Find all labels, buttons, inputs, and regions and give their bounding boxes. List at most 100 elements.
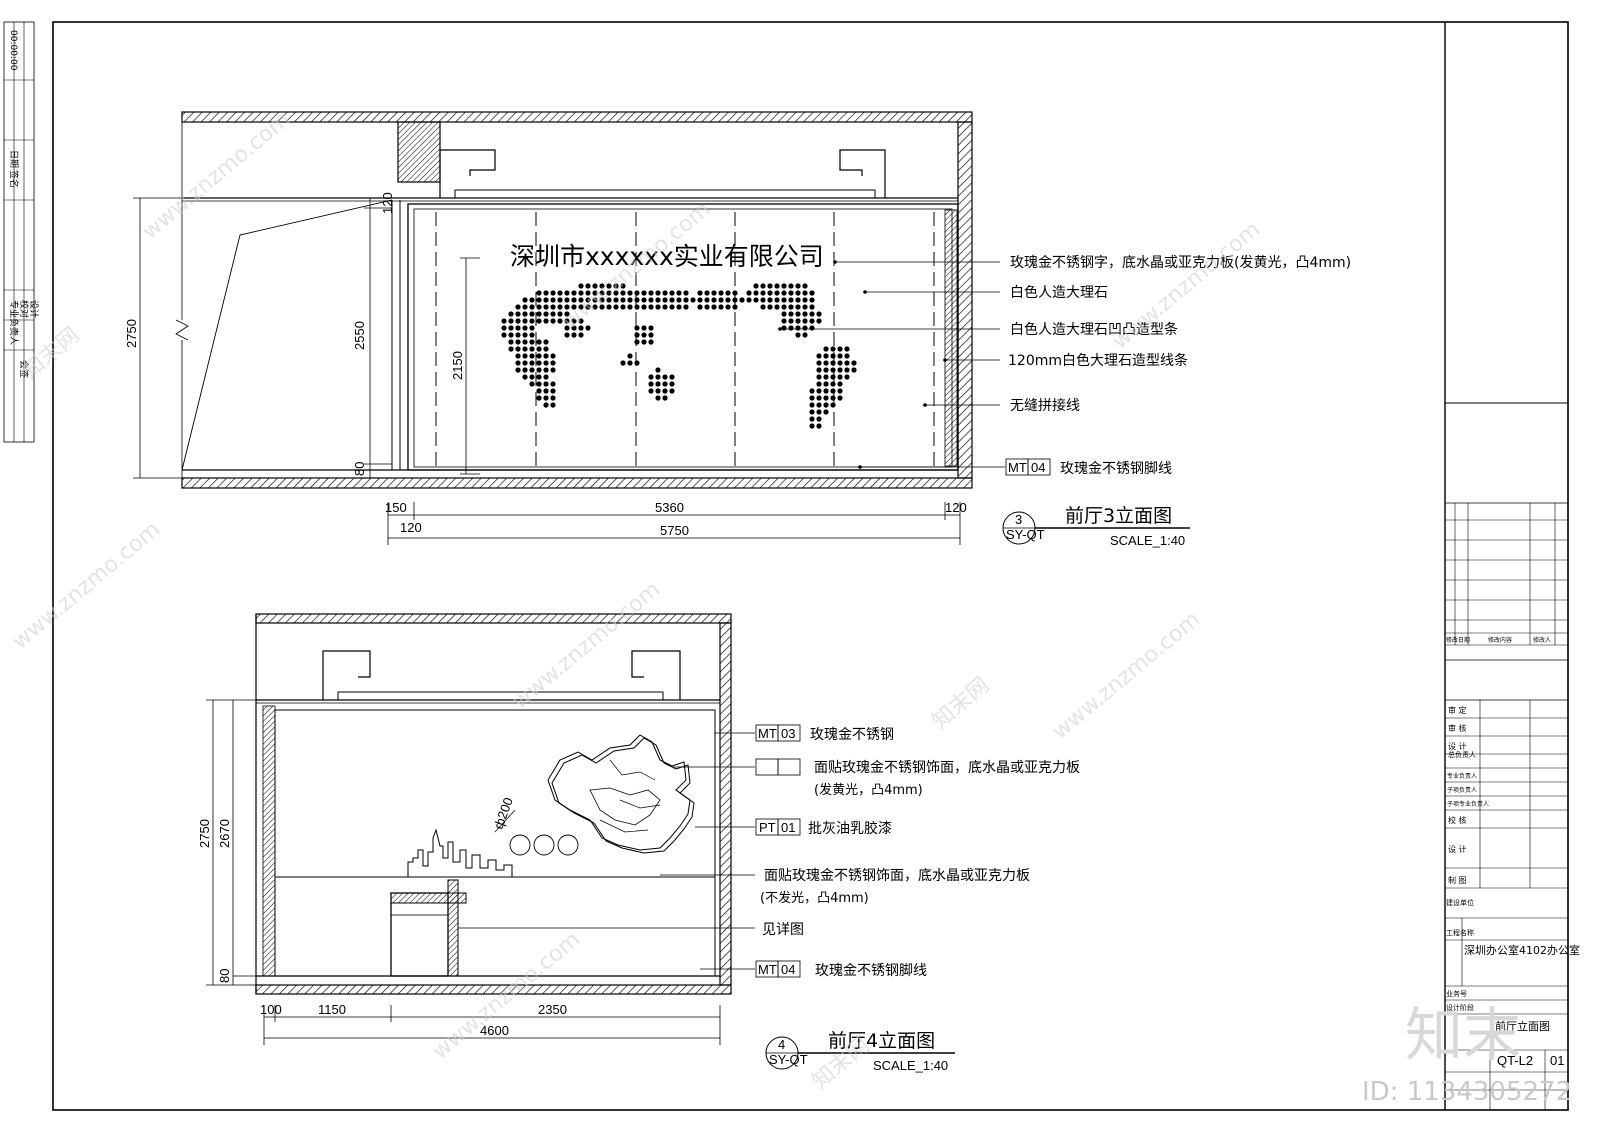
- callout-4-2b: (发黄光，凸4mm): [814, 782, 923, 798]
- map-dot: [823, 367, 829, 373]
- map-dot: [522, 297, 528, 303]
- map-dot: [515, 304, 521, 310]
- map-dot: [816, 409, 822, 415]
- tb-drawing: 前厅立面图: [1495, 1019, 1550, 1033]
- map-dot: [613, 297, 619, 303]
- callout-4-6: 玫瑰金不锈钢脚线: [815, 963, 927, 979]
- map-dot: [816, 353, 822, 359]
- watermark-1: www.znzmo.com: [138, 107, 295, 245]
- callout-4-2: 面贴玫瑰金不锈钢饰面，底水晶或亚克力板: [814, 760, 1080, 776]
- dim-4-base: 80: [217, 969, 232, 983]
- map-dot: [802, 283, 808, 289]
- map-dot: [634, 360, 640, 366]
- map-dot: [809, 388, 815, 394]
- map-dot: [606, 283, 612, 289]
- map-dot: [634, 339, 640, 345]
- map-dot: [543, 374, 549, 380]
- watermark-4: www.znzmo.com: [8, 517, 165, 655]
- map-dot: [571, 318, 577, 324]
- map-dot: [823, 388, 829, 394]
- map-dot: [557, 318, 563, 324]
- map-dot: [606, 297, 612, 303]
- map-dot: [550, 297, 556, 303]
- elevation-3: 深圳市xxxxxx实业有限公司 2750 2550 2150 120 80: [124, 111, 1351, 548]
- map-dot: [578, 297, 584, 303]
- map-dot: [683, 297, 689, 303]
- map-dot: [522, 367, 528, 373]
- watermark-5: www.znzmo.com: [508, 577, 665, 715]
- map-dot: [599, 304, 605, 310]
- map-dot: [809, 423, 815, 429]
- map-dot: [536, 318, 542, 324]
- map-dot: [648, 325, 654, 331]
- map-dot: [641, 297, 647, 303]
- map-dot: [529, 304, 535, 310]
- map-dot: [564, 290, 570, 296]
- dim-4-height-wall: 2670: [217, 819, 232, 848]
- map-dot: [564, 318, 570, 324]
- map-dot: [767, 304, 773, 310]
- map-dot: [522, 339, 528, 345]
- map-dot: [529, 367, 535, 373]
- map-dot: [529, 297, 535, 303]
- dim-3-w-left2: 120: [400, 520, 422, 535]
- map-dot: [830, 381, 836, 387]
- map-dot: [529, 353, 535, 359]
- map-dot: [781, 283, 787, 289]
- map-dot: [592, 290, 598, 296]
- map-dot: [627, 290, 633, 296]
- map-dot: [592, 297, 598, 303]
- tb-unit-label: 建设单位: [1446, 898, 1474, 907]
- map-dot: [536, 290, 542, 296]
- map-dot: [690, 297, 696, 303]
- map-dot: [662, 374, 668, 380]
- map-dot: [655, 388, 661, 394]
- map-dot: [585, 283, 591, 289]
- map-dot: [739, 297, 745, 303]
- map-dot: [823, 395, 829, 401]
- map-dot: [816, 416, 822, 422]
- map-dot: [809, 297, 815, 303]
- map-dot: [795, 304, 801, 310]
- callout-4-6-code: MT: [758, 962, 777, 977]
- map-dot: [536, 339, 542, 345]
- map-dot: [501, 325, 507, 331]
- view-tag-3: 3 SY-QT 前厅3立面图 SCALE_1:40: [1002, 505, 1190, 548]
- map-dot: [802, 318, 808, 324]
- map-dot: [662, 395, 668, 401]
- map-dot: [781, 311, 787, 317]
- map-dot: [837, 360, 843, 366]
- rev-h2: 日期: [1458, 636, 1470, 644]
- map-dot: [508, 325, 514, 331]
- watermark-8: 知末网: [18, 323, 85, 385]
- tb-row-5: 专业负责人: [1447, 772, 1477, 780]
- map-dot: [795, 283, 801, 289]
- map-dot: [606, 290, 612, 296]
- map-dot: [564, 332, 570, 338]
- map-dot: [536, 360, 542, 366]
- map-dot: [851, 360, 857, 366]
- map-dot: [655, 290, 661, 296]
- map-dot: [606, 304, 612, 310]
- map-dot: [788, 325, 794, 331]
- map-dot: [529, 374, 535, 380]
- map-dot: [599, 283, 605, 289]
- map-dot: [641, 325, 647, 331]
- map-dot: [522, 318, 528, 324]
- map-dot: [578, 325, 584, 331]
- map-dot: [648, 297, 654, 303]
- map-dot: [781, 325, 787, 331]
- map-dot: [669, 374, 675, 380]
- map-dot: [536, 304, 542, 310]
- map-dot: [823, 374, 829, 380]
- map-dot: [557, 290, 563, 296]
- map-dot: [543, 353, 549, 359]
- view-tag-4: 4 SY-QT 前厅4立面图 SCALE_1:40: [765, 1030, 955, 1073]
- map-dot: [725, 304, 731, 310]
- callout-4-1-code: MT: [758, 726, 777, 741]
- map-dot: [543, 304, 549, 310]
- map-dot: [501, 332, 507, 338]
- map-dot: [641, 290, 647, 296]
- strip-label-3: 专业负责人: [8, 300, 20, 345]
